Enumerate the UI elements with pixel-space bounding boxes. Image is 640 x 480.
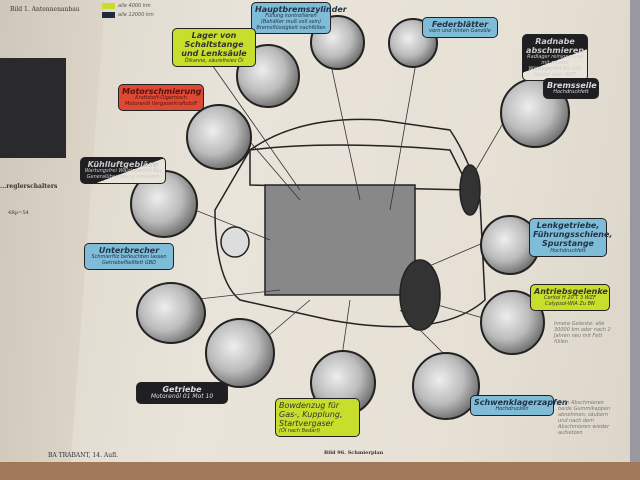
left-photo bbox=[0, 58, 66, 158]
label-sub: Ceritol H 20 T 3 WZF Calypsol-WIA Zu BN bbox=[544, 295, 596, 307]
label-title: Hauptbremszylinder bbox=[255, 5, 347, 14]
footer-right: Bild 96. Schmierplan bbox=[324, 450, 384, 456]
label-bowdenzug: Bowdenzug für Gas-, Kupplung, Startverga… bbox=[275, 398, 360, 438]
detail-circle-bowden bbox=[310, 350, 376, 416]
label-title: Schwenklagerzapfen bbox=[474, 398, 568, 407]
label-sub: Schmierfilz befeuchten lassen Getriebefl… bbox=[91, 254, 167, 266]
legend-swatch-yellow bbox=[102, 3, 115, 9]
legend-label-dark: alle 12000 km bbox=[118, 12, 154, 18]
note-antriebsgelenke: Innere Gelenke: alle 30000 km oder nach … bbox=[554, 321, 611, 345]
label-title: Getriebe bbox=[162, 385, 202, 394]
label-sub: Hochdruckfett bbox=[550, 247, 586, 254]
label-title: Lenkgetriebe, Führungsschiene, Spurstang… bbox=[533, 221, 613, 249]
label-title: Kühlluftgebläse bbox=[87, 160, 159, 169]
label-sub: Füllung kontrollieren (Behälter muß voll… bbox=[256, 13, 326, 31]
legend-label-yellow: alle 4000 km bbox=[118, 3, 151, 9]
label-title: Federblätter bbox=[431, 20, 489, 29]
label-sub: Motorenöl 01 Mot 10 bbox=[150, 393, 214, 401]
footer-left: BA TRABANT, 14. Aufl. bbox=[48, 452, 118, 459]
label-title: Radnabe abschmieren bbox=[526, 37, 584, 56]
label-sub: (Öl nach Bedarf) bbox=[279, 427, 321, 434]
label-title: Antriebsgelenke bbox=[534, 287, 608, 296]
detail-circle-engine bbox=[186, 104, 252, 170]
label-title: Bowdenzug für Gas-, Kupplung, Startverga… bbox=[279, 401, 343, 429]
label-sub: Kraftstoff-Ölgemisch Motorenöl Vergaserk… bbox=[125, 95, 197, 107]
detail-circle-breaker bbox=[136, 282, 206, 344]
label-sub: Hochdruckfett bbox=[553, 89, 589, 96]
label-title: Unterbrecher bbox=[98, 246, 160, 255]
label-title: Bremsseile bbox=[547, 81, 597, 90]
table-edge bbox=[0, 462, 640, 480]
left-part-label: 4Rp=54 bbox=[8, 210, 29, 216]
legend-swatch-dark bbox=[102, 12, 115, 18]
label-sub: Wartungsfrei Wälzlagerfett Bei Generalüb… bbox=[84, 168, 162, 180]
note-schwenklagerzapfen: Zum Abschmieren beide Gummikappen abnehm… bbox=[558, 400, 611, 436]
label-sub: Radlager reinigen und mit neuem Wälzlage… bbox=[527, 54, 583, 78]
label-sub: Hochdrucken bbox=[495, 406, 529, 413]
label-sub: vorn und hinten Ganzöle bbox=[429, 28, 491, 35]
left-caption-top: Bild 1. Antennenanbau bbox=[10, 6, 80, 13]
label-sub: Ölkanne, säurefreies Öl bbox=[184, 57, 244, 64]
left-caption-mid: ...reglerschalters bbox=[0, 183, 58, 190]
label-lenkgetriebe: Lenkgetriebe, Führungsschiene, Spurstang… bbox=[529, 218, 613, 258]
detail-circle-pivot bbox=[412, 352, 480, 420]
detail-circle-gearbox bbox=[205, 318, 275, 388]
label-title: Motorschmierung bbox=[122, 87, 202, 96]
label-title: Lager von Schaltstange und Lenksäule bbox=[181, 31, 247, 59]
